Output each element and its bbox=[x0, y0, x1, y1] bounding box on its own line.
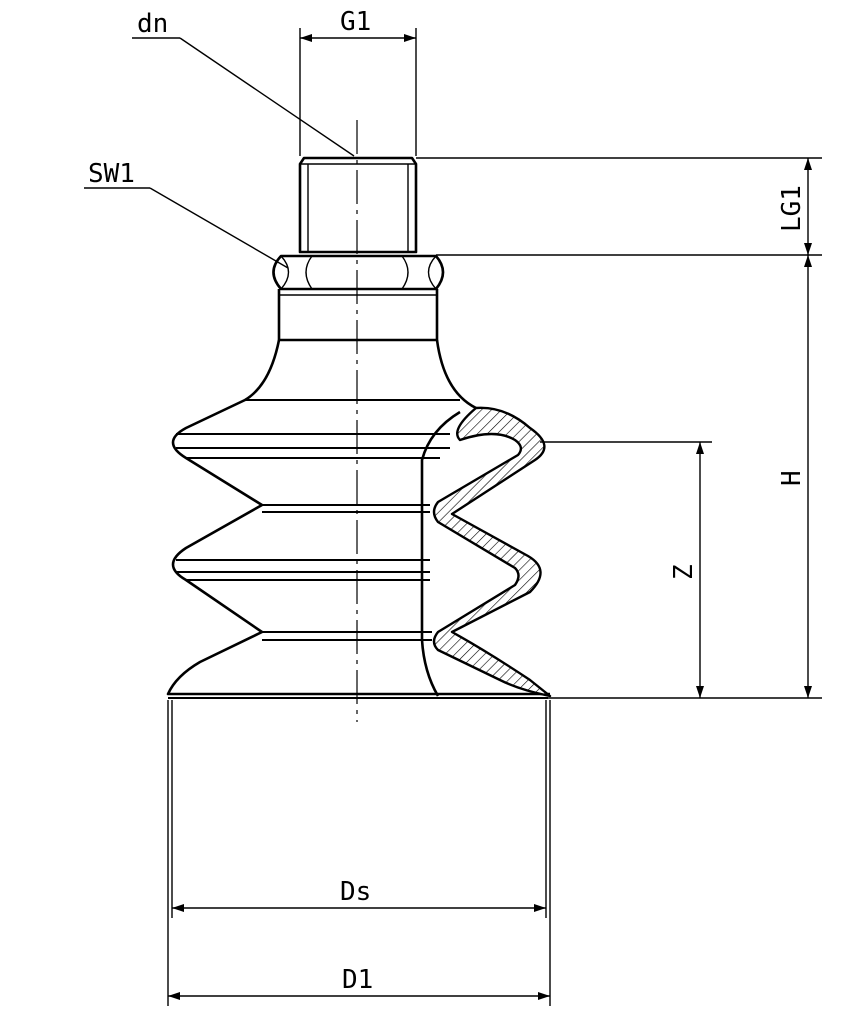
label-dn: dn bbox=[137, 9, 168, 39]
label-d1: D1 bbox=[342, 965, 373, 995]
label-g1: G1 bbox=[340, 7, 371, 37]
dimension-lines bbox=[84, 28, 822, 1006]
label-ds: Ds bbox=[340, 877, 371, 907]
label-h: H bbox=[777, 470, 807, 486]
label-sw1: SW1 bbox=[88, 159, 135, 189]
threaded-stud bbox=[298, 156, 418, 254]
label-lg1: LG1 bbox=[777, 185, 807, 232]
bellows-body bbox=[166, 339, 550, 699]
hex-nut bbox=[272, 254, 445, 291]
label-z: Z bbox=[669, 564, 699, 580]
neck bbox=[277, 289, 439, 342]
bellows-section bbox=[432, 406, 552, 698]
